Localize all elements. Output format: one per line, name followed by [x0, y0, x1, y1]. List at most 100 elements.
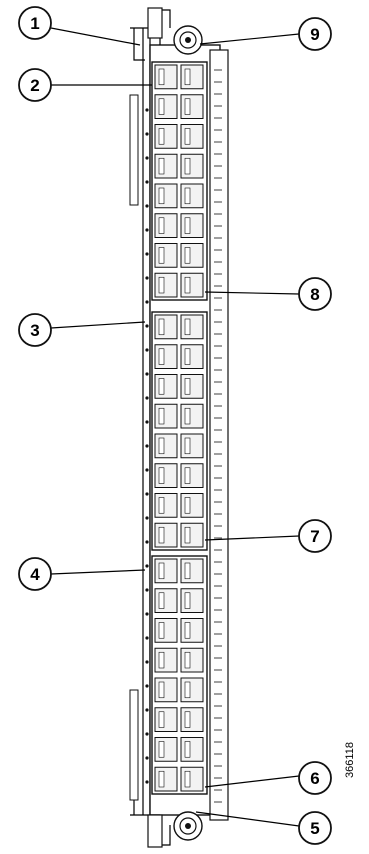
svg-text:9: 9 — [310, 25, 319, 44]
top-screw — [173, 25, 203, 55]
port-led — [158, 318, 165, 336]
leader-lines — [50, 27, 300, 827]
port — [180, 558, 204, 584]
port-led — [184, 98, 191, 115]
port-led — [184, 651, 191, 669]
svg-text:8: 8 — [310, 285, 319, 304]
edge-dot — [145, 180, 149, 184]
edge-dot — [145, 684, 149, 688]
port-led — [158, 68, 165, 86]
edge-dot — [145, 276, 149, 280]
edge-dot — [145, 636, 149, 640]
bottom-ejector-lever — [147, 814, 163, 848]
edge-dot — [145, 492, 149, 496]
edge-dot — [145, 780, 149, 784]
edge-dot — [145, 252, 149, 256]
port — [154, 588, 178, 613]
top-lever-bar — [129, 94, 139, 206]
port-led — [184, 622, 191, 639]
port-led — [158, 98, 165, 115]
port-led — [158, 562, 165, 580]
leader-4 — [50, 569, 146, 575]
port-led — [158, 128, 165, 145]
port — [180, 463, 204, 488]
svg-text:1: 1 — [30, 14, 39, 33]
port — [154, 522, 178, 548]
edge-dot — [145, 708, 149, 712]
port — [154, 558, 178, 584]
port-led — [184, 407, 191, 425]
port — [154, 124, 178, 149]
port-led — [158, 467, 165, 484]
port — [180, 522, 204, 548]
edge-dot — [145, 444, 149, 448]
port — [180, 153, 204, 179]
svg-text:4: 4 — [30, 565, 40, 584]
port-led — [184, 711, 191, 728]
bottom-screw — [173, 811, 203, 841]
port — [154, 677, 178, 703]
edge-dot — [145, 348, 149, 352]
edge-dot — [145, 420, 149, 424]
callout-2: 2 — [18, 68, 52, 102]
port — [180, 737, 204, 762]
edge-dot — [145, 204, 149, 208]
port — [180, 588, 204, 613]
callout-3: 3 — [18, 313, 52, 347]
port-led — [158, 437, 165, 455]
top-ejector-lever — [147, 7, 163, 39]
leader-1 — [50, 27, 141, 46]
edge-dot — [145, 588, 149, 592]
port — [180, 314, 204, 340]
leader-9 — [199, 33, 300, 45]
port-led — [158, 651, 165, 669]
edge-dots — [145, 108, 149, 784]
port-led — [158, 711, 165, 728]
port — [180, 64, 204, 90]
leader-8 — [204, 291, 300, 295]
port — [180, 344, 204, 369]
port — [180, 618, 204, 643]
edge-dot — [145, 372, 149, 376]
port-led — [158, 741, 165, 758]
port — [154, 647, 178, 673]
port — [154, 374, 178, 399]
port-led — [158, 348, 165, 365]
port-led — [184, 592, 191, 609]
port-group-2 — [151, 311, 208, 551]
edge-dot — [145, 612, 149, 616]
port — [154, 463, 178, 488]
port-groups — [151, 61, 208, 795]
edge-dot — [145, 156, 149, 160]
port — [180, 647, 204, 673]
right-rail — [209, 49, 229, 821]
port-led — [184, 378, 191, 395]
leader-6 — [204, 775, 300, 788]
callout-7: 7 — [298, 519, 332, 553]
callout-9: 9 — [298, 17, 332, 51]
port — [180, 374, 204, 399]
port — [180, 677, 204, 703]
port — [180, 766, 204, 792]
port — [154, 766, 178, 792]
port — [154, 153, 178, 179]
port-led — [184, 497, 191, 514]
svg-text:2: 2 — [30, 76, 39, 95]
port — [154, 707, 178, 732]
port-led — [184, 68, 191, 86]
edge-dot — [145, 324, 149, 328]
port-group-1 — [151, 61, 208, 301]
port-led — [184, 562, 191, 580]
port-led — [158, 276, 165, 294]
port — [180, 94, 204, 119]
port — [154, 737, 178, 762]
edge-dot — [145, 756, 149, 760]
svg-text:6: 6 — [310, 769, 319, 788]
port-led — [158, 526, 165, 544]
edge-dot — [145, 732, 149, 736]
edge-dot — [145, 108, 149, 112]
port-group-3 — [151, 555, 208, 795]
port — [180, 272, 204, 298]
leader-3 — [50, 321, 146, 329]
